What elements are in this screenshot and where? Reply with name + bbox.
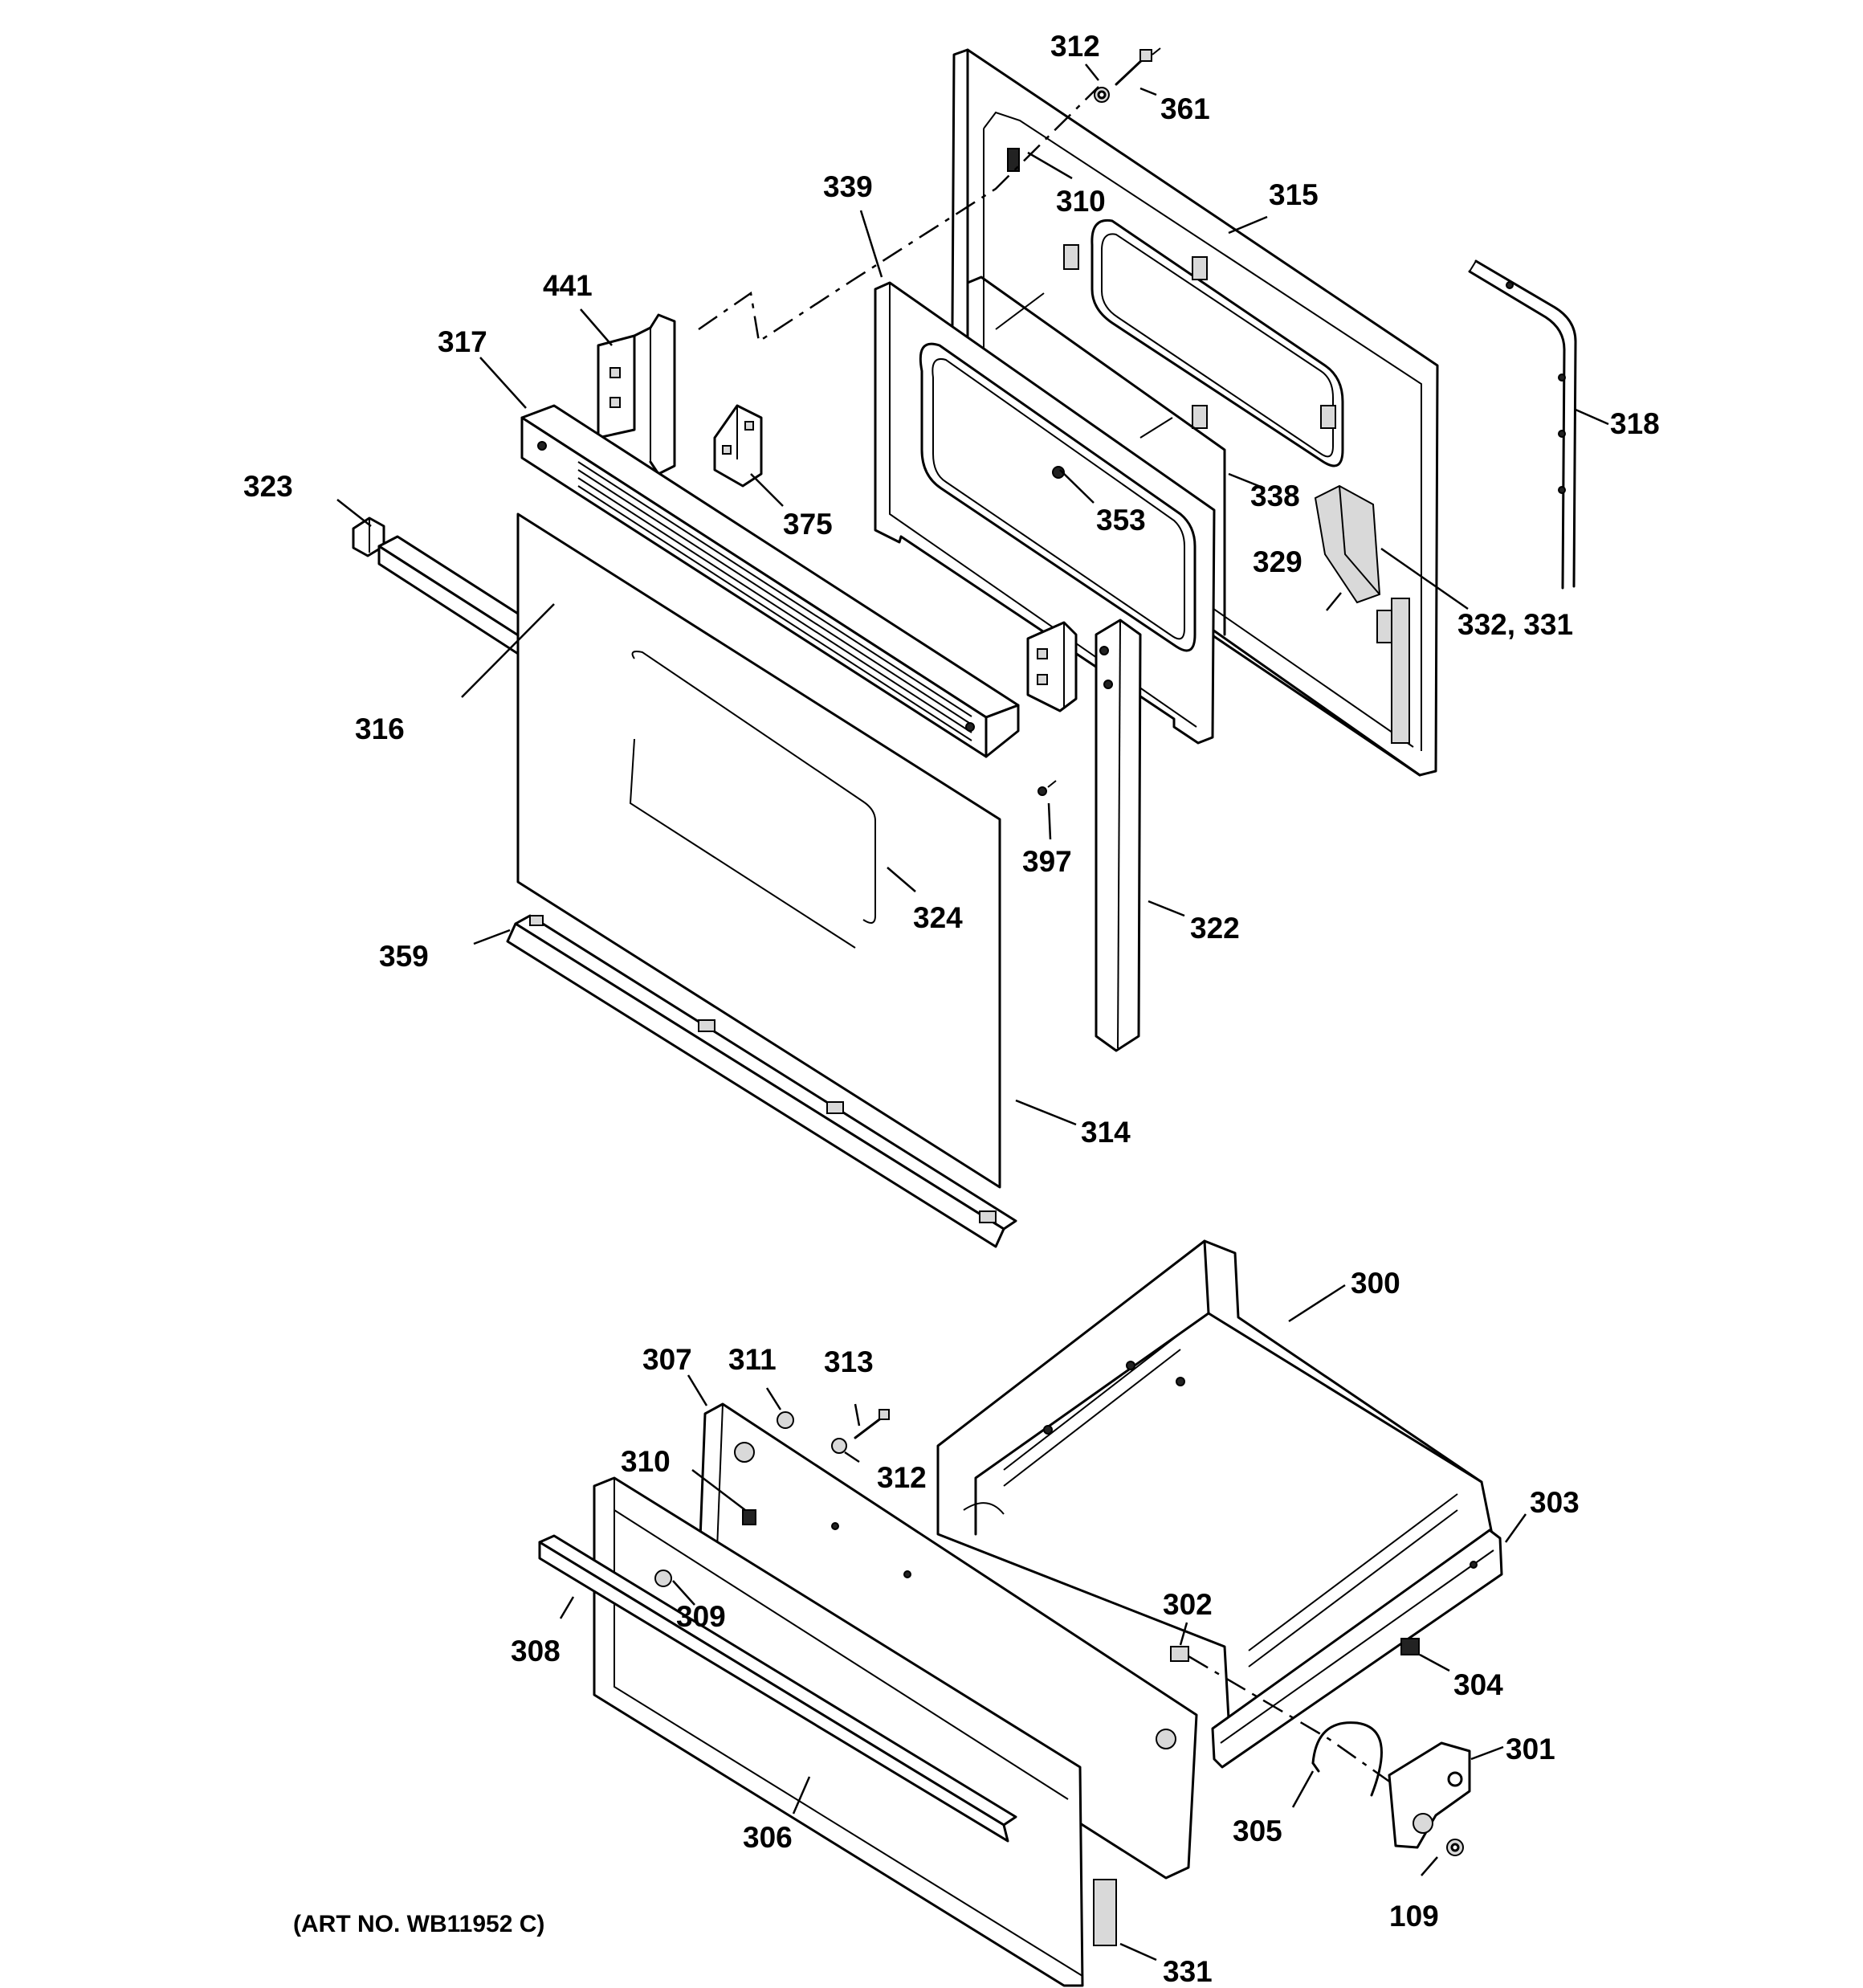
callout-307: 307	[642, 1343, 692, 1376]
callout-324: 324	[913, 901, 963, 934]
part-375-bracket	[713, 404, 763, 488]
callout-303: 303	[1530, 1486, 1580, 1519]
callout-339: 339	[823, 170, 873, 203]
callout-309: 309	[676, 1600, 726, 1633]
callout-316: 316	[355, 712, 405, 745]
callout-315: 315	[1269, 178, 1319, 211]
part-322-side-trim	[1026, 618, 1142, 1052]
callout-338: 338	[1250, 480, 1300, 512]
callout-329: 329	[1253, 545, 1302, 578]
callout-109: 109	[1389, 1900, 1439, 1933]
part-312-361-hardware	[1094, 47, 1161, 103]
leader-lines	[336, 63, 1609, 1961]
callout-305: 305	[1233, 1815, 1282, 1847]
callout-359: 359	[379, 940, 429, 973]
part-338-glass	[966, 276, 1226, 636]
art-number-caption: (ART NO. WB11952 C)	[293, 1911, 544, 1937]
callout-311: 311	[728, 1343, 777, 1376]
part-302-stud	[1170, 1646, 1189, 1662]
part-317-vent-trim	[520, 404, 1020, 758]
callout-332-331: 332, 331	[1457, 608, 1573, 641]
callout-310-top: 310	[1056, 185, 1106, 218]
callout-300: 300	[1351, 1267, 1400, 1300]
callout-312-top: 312	[1050, 30, 1100, 63]
callout-302: 302	[1163, 1588, 1213, 1621]
part-301-bracket	[1388, 1741, 1471, 1849]
callout-318: 318	[1610, 407, 1660, 440]
callout-314: 314	[1081, 1116, 1131, 1149]
part-308-handle	[538, 1534, 1017, 1843]
callout-313: 313	[824, 1345, 874, 1378]
callout-306: 306	[743, 1821, 793, 1854]
part-300-drawer-body	[936, 1239, 1494, 1721]
part-331-bracket	[1093, 1879, 1117, 1946]
part-332-331-insulation	[1314, 484, 1381, 604]
callout-323: 323	[243, 470, 293, 503]
callout-397: 397	[1022, 845, 1072, 878]
hardware-lower-left	[742, 1409, 890, 1525]
callout-304: 304	[1453, 1668, 1503, 1701]
callout-322: 322	[1190, 912, 1240, 945]
part-359-bottom-trim	[506, 914, 1017, 1248]
callout-310-bottom: 310	[621, 1445, 671, 1478]
callout-312-bottom: 312	[877, 1461, 927, 1494]
part-304-clip	[1400, 1638, 1420, 1655]
part-397-screw	[1037, 780, 1057, 796]
callout-308: 308	[511, 1635, 561, 1668]
callout-375: 375	[783, 508, 833, 541]
part-303-slide-rail	[1211, 1529, 1503, 1769]
callout-labels: 312 361 339 310 315 441 317 318 323 375 …	[243, 30, 1660, 1988]
part-314-door-front	[516, 512, 1001, 1189]
callout-353: 353	[1096, 504, 1146, 537]
callout-301: 301	[1506, 1733, 1555, 1766]
callout-361: 361	[1160, 92, 1210, 125]
callout-441: 441	[543, 269, 593, 302]
part-109-nut	[1446, 1839, 1464, 1856]
callout-317: 317	[438, 325, 487, 358]
part-305-wire	[1311, 1721, 1383, 1797]
part-318-gasket	[1468, 259, 1577, 590]
callout-331-bottom: 331	[1163, 1955, 1213, 1988]
assembly-line-upper	[698, 86, 1099, 344]
